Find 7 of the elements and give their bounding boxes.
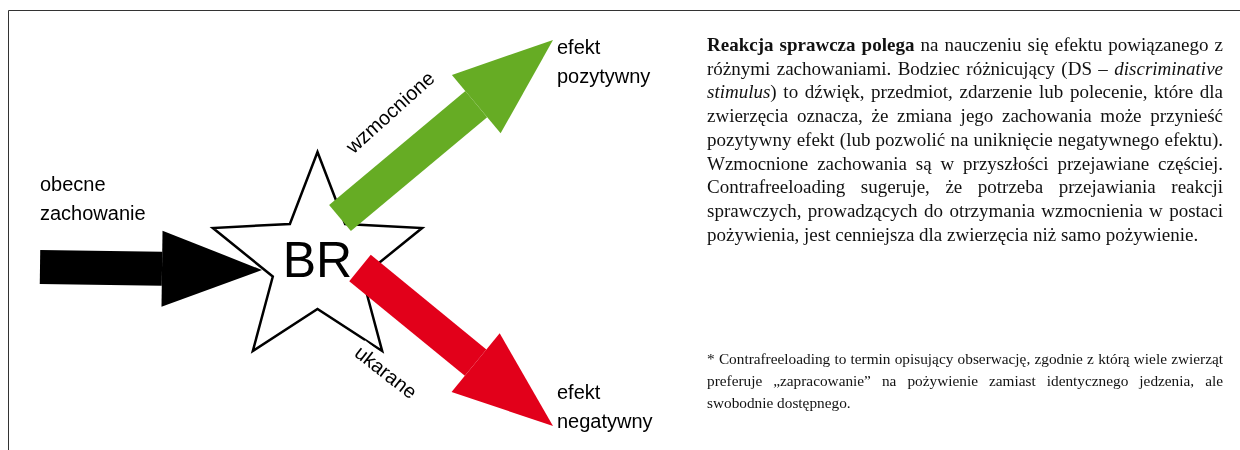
description-paragraph: Reakcja sprawcza polega na nauczeniu się efektu powiązanego z różnymi zachowaniami. Bodziec różnicujący (DS – discriminative stimulus) to dźwięk, przedmiot, zdarzenie lub polecenie, które dla zwierzęcia oznacza, że zmiana jego zachowania może przynieść pozytywny efekt (lub pozwolić na uniknięcie negatywnego efektu). Wzmocnione zachowania są w przyszłości przejawiane częściej. Contrafreeloading sugeruje, że potrzeba przejawiania reakcji sprawczych, prowadzących do otrzymania wzmocnienia w postaci pożywienia, jest cenniejsza dla zwierzęcia niż samo pożywienie. (707, 33, 1223, 247)
outcome-label: efekt negatywny (557, 380, 654, 434)
star-label: BR (281, 231, 354, 290)
arrow (349, 254, 553, 426)
arrow (39, 230, 262, 307)
outcome-label: efekt pozytywny (557, 35, 652, 89)
footnote-text: * Contrafreeloading to termin opisujący obserwację, zgodnie z którą wiele zwierząt preferuje „zapracowanie” na pożywienie zamiast identycznego jedzenia, ale swobodnie dostępnego. (707, 349, 1223, 413)
